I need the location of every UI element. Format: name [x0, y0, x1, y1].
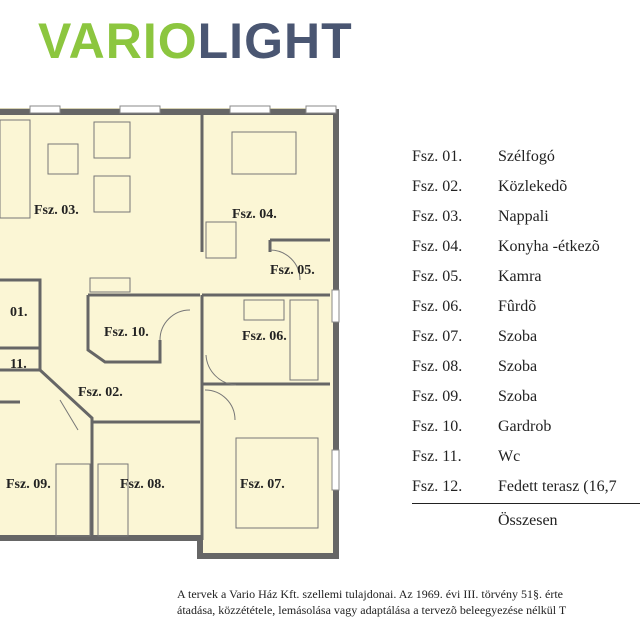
room-label-fsz-07: Fsz. 07. [240, 477, 285, 492]
legend-row: Fsz. 09. Szoba [412, 388, 640, 418]
room-label-fsz-10: Fsz. 10. [104, 325, 149, 340]
floor-plan: Fsz. 03. Fsz. 04. Fsz. 05. 01. Fsz. 10. … [0, 105, 340, 559]
logo: VARIOLIGHT [38, 12, 353, 70]
copyright-notice: A tervek a Vario Ház Kft. szellemi tulaj… [177, 586, 640, 618]
legend-row: Fsz. 03. Nappali [412, 208, 640, 238]
legend-code: Fsz. 12. [412, 478, 463, 495]
legend-code: Fsz. 11. [412, 448, 462, 465]
legend-name: Gardrob [498, 418, 552, 435]
legend-row: Fsz. 06. Fûrdõ [412, 298, 640, 328]
legend-name: Szoba [498, 388, 538, 405]
legend-row: Fsz. 11. Wc [412, 448, 640, 478]
legend-total-row: Összesen [412, 512, 640, 542]
furniture [0, 119, 319, 537]
legend-row: Fsz. 04. Konyha -étkezõ [412, 238, 640, 268]
legend-code: Fsz. 05. [412, 268, 463, 285]
legend-code: Fsz. 08. [412, 358, 463, 375]
windows [29, 105, 340, 491]
legend-row: Fsz. 01. Szélfogó [412, 148, 640, 178]
legend-divider [412, 503, 640, 504]
room-label-fsz-03: Fsz. 03. [34, 203, 79, 218]
room-legend: Fsz. 01. Szélfogó Fsz. 02. Közlekedõ Fsz. … [412, 148, 640, 542]
legend-row: Fsz. 08. Szoba [412, 358, 640, 388]
legend-name: Konyha -étkezõ [498, 238, 600, 255]
room-label-fsz-06: Fsz. 06. [242, 329, 287, 344]
legend-code: Fsz. 06. [412, 298, 463, 315]
door-arcs [59, 249, 301, 431]
copyright-line-2: átadása, közzététele, lemásolása vagy ad… [177, 603, 567, 617]
legend-code: Fsz. 10. [412, 418, 463, 435]
legend-name: Szoba [498, 358, 538, 375]
logo-vario: VARIO [38, 13, 198, 69]
legend-code: Fsz. 03. [412, 208, 463, 225]
legend-name: Nappali [498, 208, 549, 225]
legend-code: Fsz. 04. [412, 238, 463, 255]
legend-row: Fsz. 10. Gardrob [412, 418, 640, 448]
room-label-fsz-04: Fsz. 04. [232, 207, 277, 222]
legend-code: Fsz. 02. [412, 178, 463, 195]
room-label-fsz-01: 01. [10, 305, 28, 320]
legend-code: Fsz. 09. [412, 388, 463, 405]
legend-code: Fsz. 01. [412, 148, 463, 165]
legend-total-label: Összesen [498, 512, 558, 529]
legend-row: Fsz. 05. Kamra [412, 268, 640, 298]
legend-name: Közlekedõ [498, 178, 568, 195]
legend-code: Fsz. 07. [412, 328, 463, 345]
legend-name: Kamra [498, 268, 542, 285]
logo-light: LIGHT [197, 13, 353, 69]
room-label-fsz-02: Fsz. 02. [78, 385, 123, 400]
room-label-fsz-05: Fsz. 05. [270, 263, 315, 278]
room-label-fsz-08: Fsz. 08. [120, 477, 165, 492]
copyright-line-1: A tervek a Vario Ház Kft. szellemi tulaj… [177, 587, 563, 601]
room-label-fsz-11: 11. [10, 357, 27, 372]
legend-row: Fsz. 12. Fedett terasz (16,7 [412, 478, 640, 508]
legend-name: Szoba [498, 328, 538, 345]
legend-row: Fsz. 07. Szoba [412, 328, 640, 358]
interior-walls [0, 114, 330, 540]
walls [0, 109, 339, 559]
legend-name: Szélfogó [498, 148, 555, 165]
legend-name: Fedett terasz (16,7 [498, 478, 617, 495]
legend-name: Fûrdõ [498, 298, 537, 315]
legend-row: Fsz. 02. Közlekedõ [412, 178, 640, 208]
legend-name: Wc [498, 448, 521, 465]
room-label-fsz-09: Fsz. 09. [6, 477, 51, 492]
